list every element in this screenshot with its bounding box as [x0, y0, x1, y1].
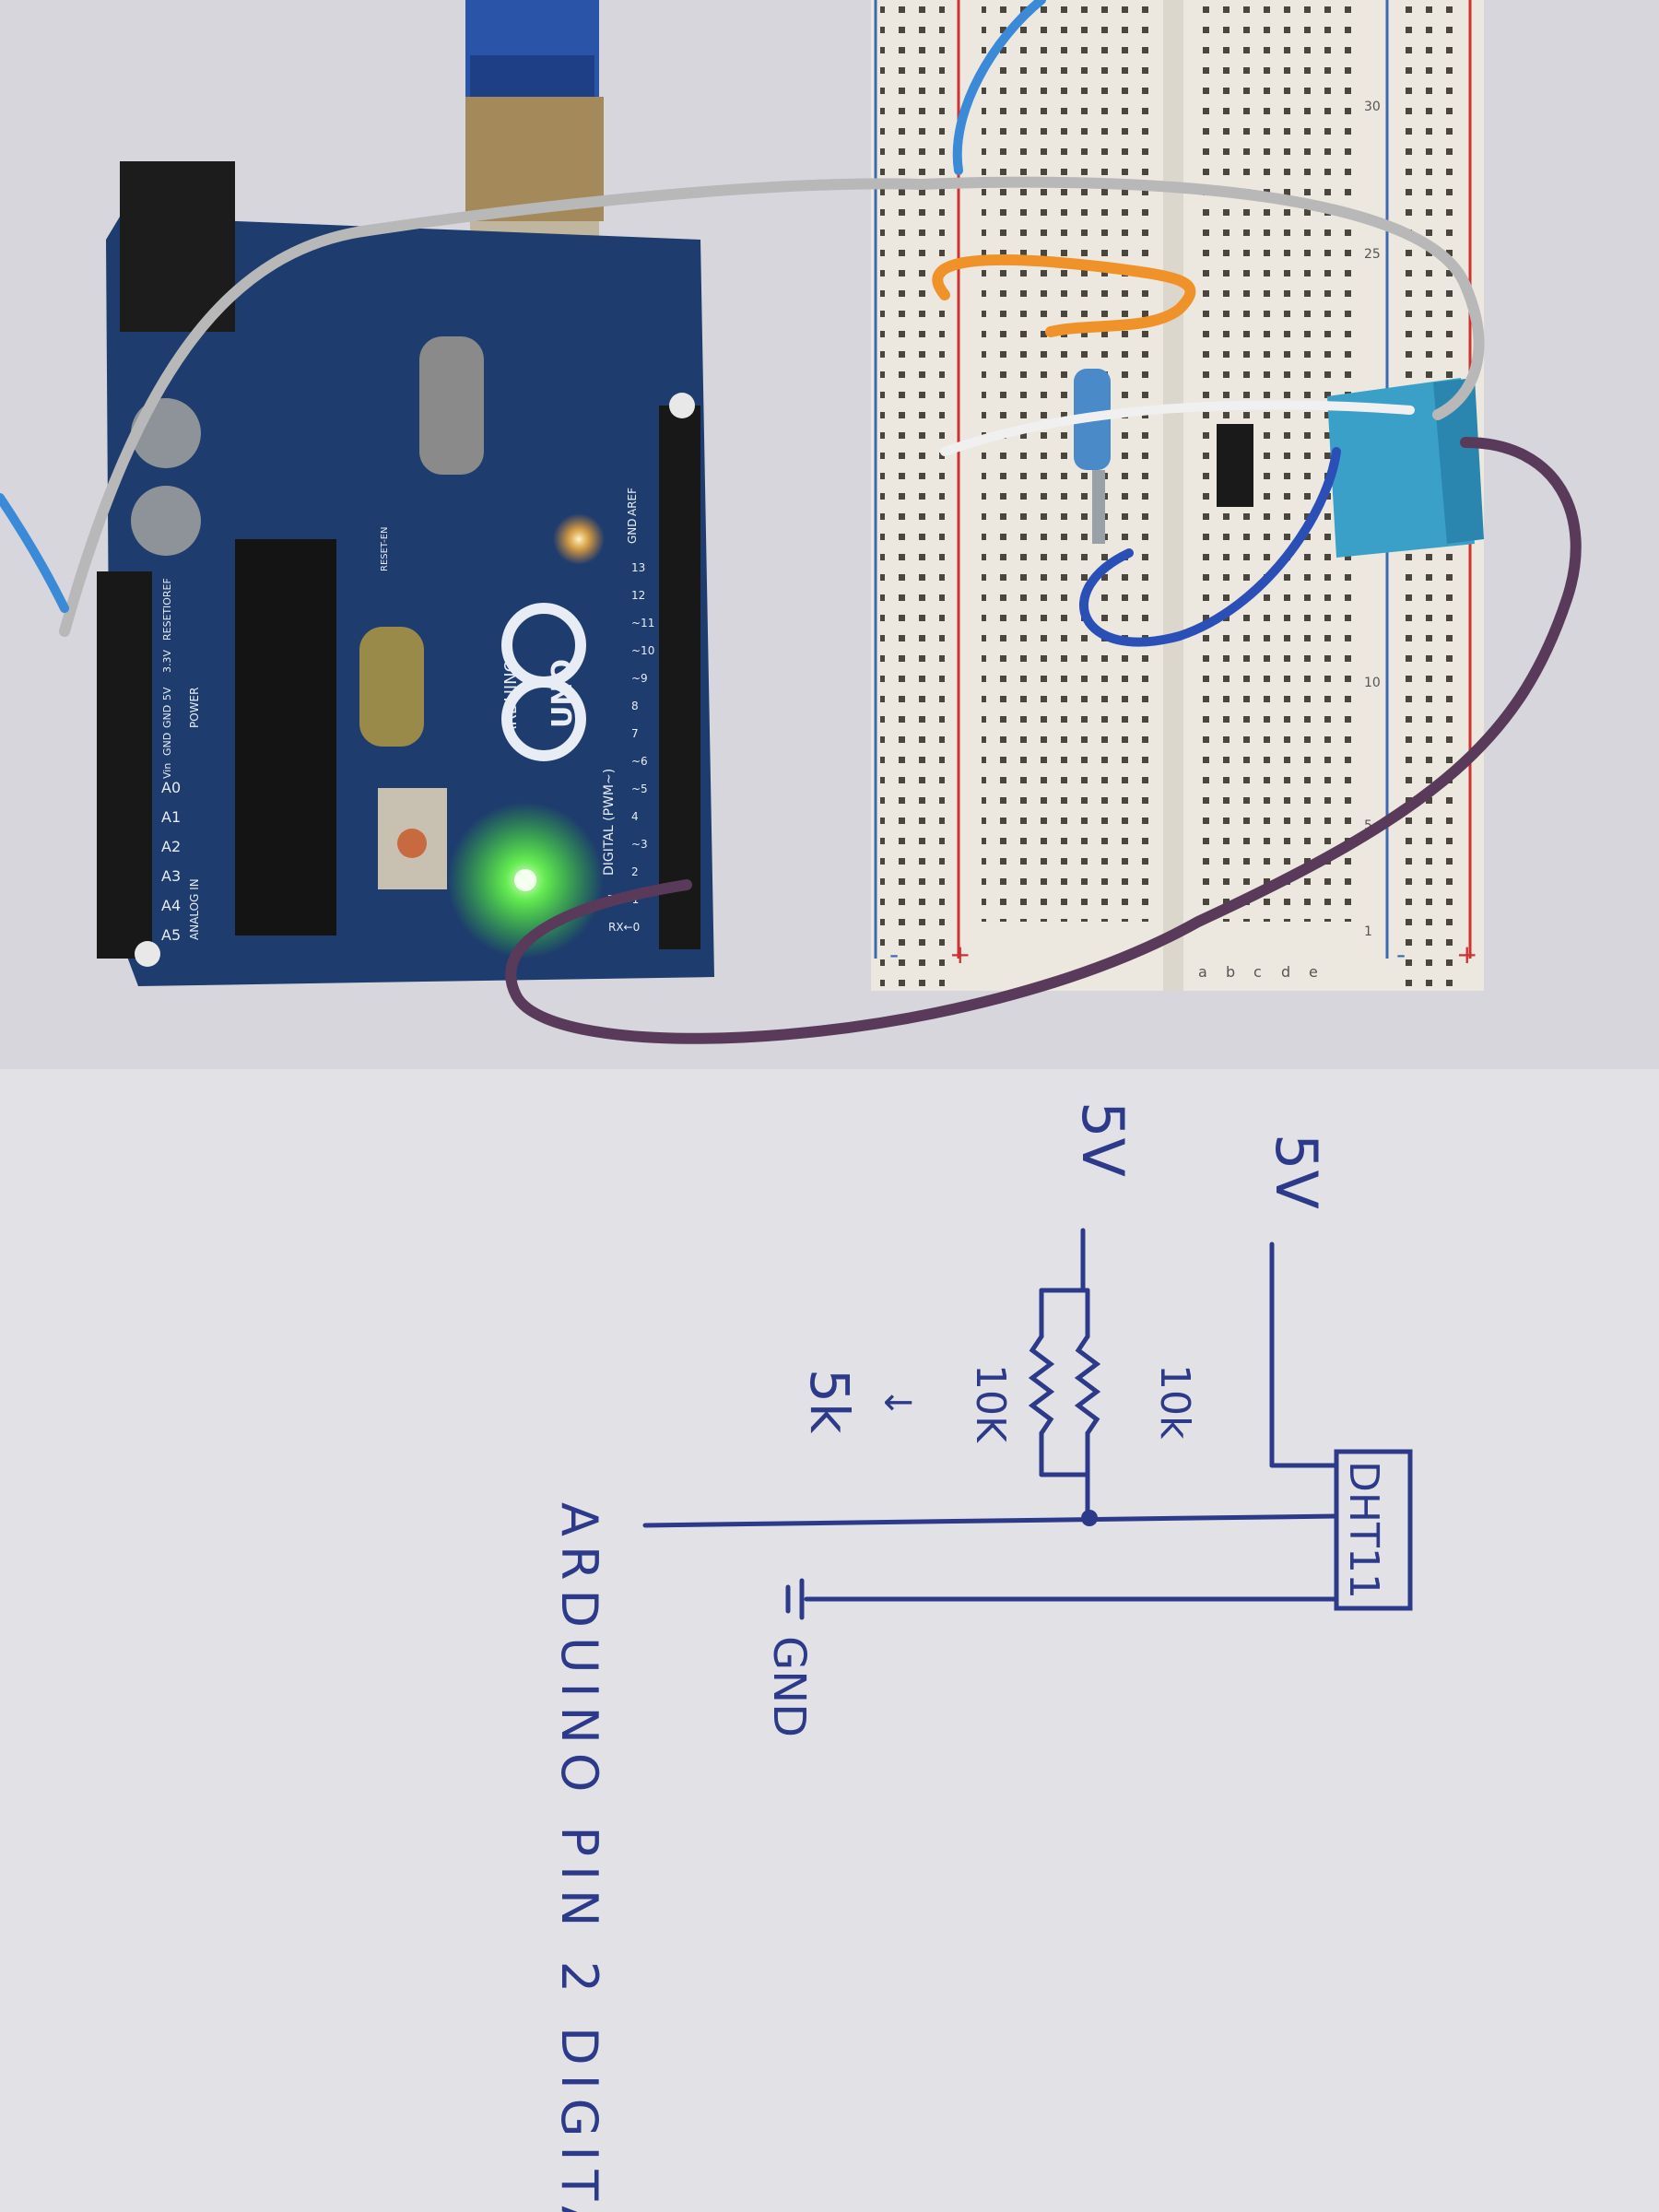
- dht11-sensor: [1217, 378, 1484, 558]
- resistor-zigzag: [1074, 1334, 1101, 1436]
- resistor-value-b: 10K: [967, 1364, 1014, 1443]
- mount-hole: [135, 941, 160, 967]
- pin-label: GND: [161, 733, 173, 756]
- pin-label: GND: [161, 705, 173, 728]
- row-number: 25: [1364, 247, 1381, 262]
- pin-label: 3.3V: [161, 650, 173, 673]
- power-rail-left: [880, 0, 945, 986]
- orange-wire: [932, 254, 1196, 337]
- crystal-oscillator: [419, 336, 484, 475]
- reset-button-cap: [397, 829, 427, 858]
- analog-group-label: ANALOG IN: [188, 878, 201, 940]
- row-letters: a b c d e: [1198, 963, 1318, 981]
- pin-label: A4: [161, 897, 181, 914]
- pin-label: Vin: [161, 763, 173, 779]
- row-number: 30: [1364, 100, 1381, 114]
- power-led: [514, 869, 536, 891]
- row-letter: c: [1253, 963, 1262, 981]
- pin-label: 5V: [161, 687, 173, 700]
- pin-label: ~11: [631, 617, 654, 629]
- pin-label: A5: [161, 926, 181, 944]
- pin-label: 4: [631, 810, 639, 823]
- pin-label: A3: [161, 867, 181, 885]
- aref-label: AREF: [626, 488, 639, 516]
- white-wire: [940, 400, 1415, 456]
- grey-wire: [59, 176, 1485, 637]
- pin-label: 2: [631, 865, 639, 878]
- digital-header-label: DIGITAL (PWM~): [602, 769, 617, 876]
- capacitor: [131, 486, 201, 556]
- rail-plus-label: +: [1456, 939, 1477, 970]
- row-number: 10: [1364, 676, 1381, 690]
- pin-label: ~6: [631, 755, 648, 768]
- resistor-lead: [1092, 470, 1105, 544]
- pin-label: A2: [161, 838, 181, 855]
- jumper-wires: [0, 0, 1582, 1044]
- power-jack: [120, 161, 235, 332]
- pin-label: A0: [161, 779, 181, 796]
- sensor-label: DHT11: [1340, 1461, 1387, 1599]
- blue-wire-top: [952, 0, 1046, 175]
- reset-en-label: RESET-EN: [380, 526, 390, 571]
- resistor-value-a: 10k: [1151, 1364, 1198, 1440]
- rail-minus-label: -: [889, 939, 899, 970]
- blue-wire-left: [0, 493, 69, 613]
- pin-label: A1: [161, 808, 181, 826]
- digital-pin-labels: 13 12 ~11 ~10 ~9 8 7 ~6 ~5 4 ~3 2 TX→1 R…: [607, 561, 654, 934]
- dht11-box: [1334, 1449, 1413, 1611]
- power-group-label: POWER: [188, 688, 201, 728]
- gnd-label: GND: [626, 518, 639, 544]
- pin-label: 12: [631, 589, 645, 602]
- pin-label: 8: [631, 700, 639, 712]
- digital-header: [659, 406, 700, 949]
- resistor-zigzag: [1028, 1334, 1055, 1436]
- atmega-chip: [235, 539, 336, 935]
- row-letter: d: [1281, 963, 1290, 981]
- schematic-5v-mid: 5V: [1069, 1101, 1136, 1177]
- pin-label: RESET: [161, 607, 173, 641]
- pin-label: ~9: [631, 672, 648, 685]
- power-pin-labels: IOREF RESET 3.3V 5V GND GND Vin: [161, 578, 173, 779]
- row-number: 5: [1364, 818, 1372, 833]
- gnd-label: GND: [763, 1636, 815, 1737]
- pin-label: ~10: [631, 644, 654, 657]
- pin-label: ~3: [631, 838, 648, 851]
- row-letter: e: [1309, 963, 1318, 981]
- l-led-glow: [553, 513, 605, 565]
- center-channel: [1163, 0, 1183, 991]
- equivalent-arrow: ↓: [876, 1387, 918, 1418]
- rail-minus-label: -: [1396, 939, 1406, 970]
- row-number: 1: [1364, 924, 1372, 939]
- arduino-board: UNO ARDUINO DIGITAL (PWM~) AREF GND RESE…: [97, 161, 714, 986]
- pin-label: 7: [631, 727, 639, 740]
- terminal-strip-left: [982, 0, 1157, 922]
- row-letter: a: [1198, 963, 1207, 981]
- resonator: [359, 627, 424, 747]
- arduino-logo: [501, 677, 586, 761]
- schematic-drawing: [642, 1228, 1413, 1620]
- junction-dot: [1081, 1510, 1098, 1526]
- resistor-equivalent: 5k: [798, 1369, 861, 1434]
- pin-label: ~5: [631, 782, 648, 795]
- pin-label: 13: [631, 561, 645, 574]
- analog-pin-labels: A0 A1 A2 A3 A4 A5: [161, 779, 181, 944]
- board-brand: ARDUINO: [501, 659, 521, 737]
- data-line: [642, 1513, 1339, 1528]
- board-model: UNO: [547, 659, 579, 728]
- rail-plus-label: +: [949, 939, 971, 970]
- pin-label: IOREF: [161, 578, 173, 608]
- mount-hole: [669, 393, 695, 418]
- schematic-5v-top: 5V: [1263, 1134, 1330, 1209]
- pin-note: ARDUINO PIN 2 DIGITAL: [550, 1502, 608, 2212]
- row-letter: b: [1226, 963, 1235, 981]
- blue-wire-sensor: [1078, 447, 1341, 647]
- power-header: [97, 571, 152, 959]
- pin-label: RX←0: [608, 921, 640, 934]
- purple-wire: [505, 437, 1582, 1044]
